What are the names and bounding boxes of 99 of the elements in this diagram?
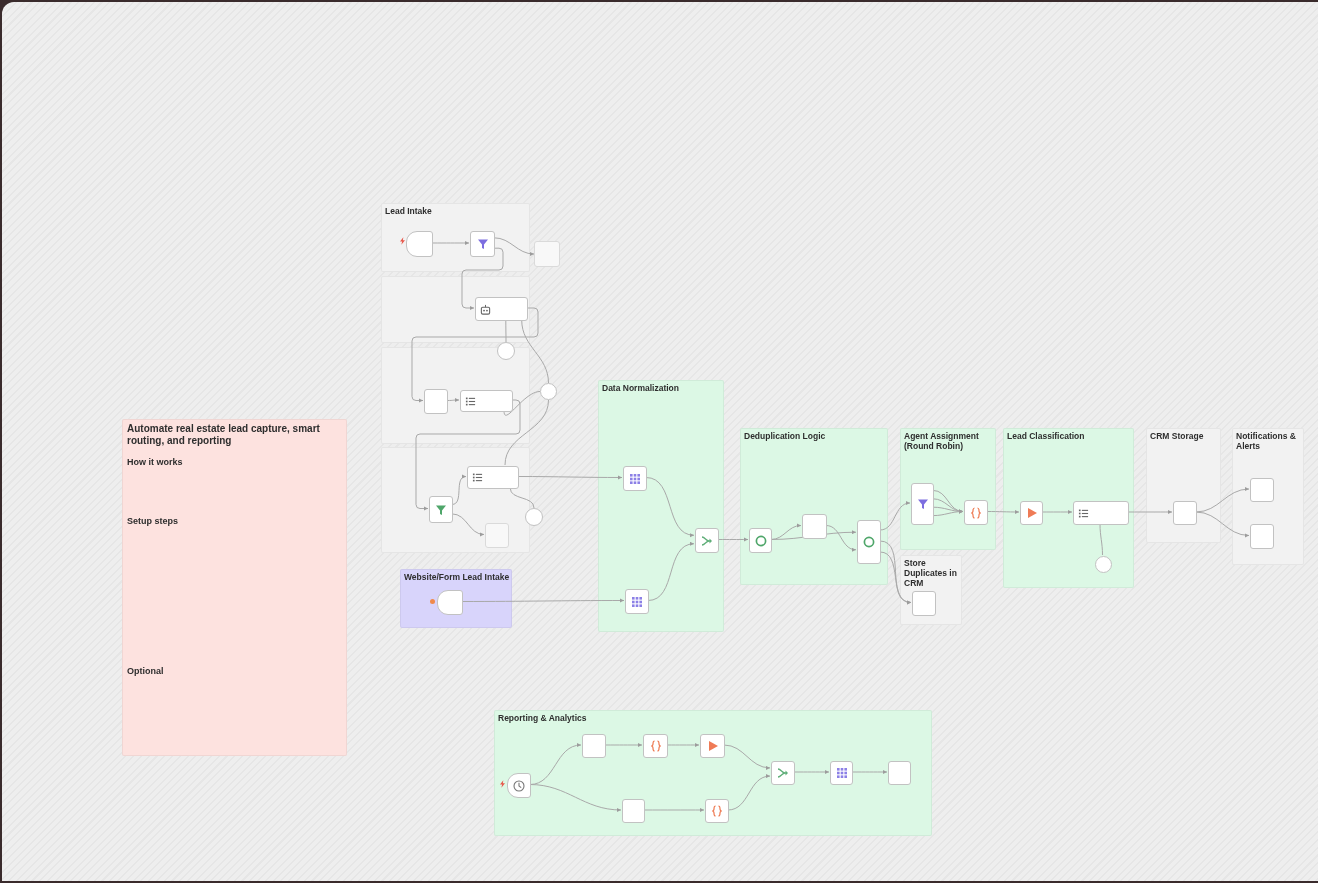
workflow-node [802,514,827,539]
connector [411,307,539,403]
sticky-note [598,380,724,632]
connector [1195,511,1250,538]
note-heading: How it works [127,457,184,468]
workflow-node [643,734,668,758]
connector [415,399,521,511]
workflow-node [1173,501,1197,525]
note-heading: Notifications & Alerts [1236,431,1297,452]
connector [717,537,749,542]
workflow-node [424,389,448,414]
connector [647,542,695,601]
connector [604,742,643,748]
trigger-node [406,231,433,257]
connector [431,240,470,246]
workflow-node [622,799,645,823]
connector [521,319,549,384]
sticky-note [1232,428,1304,565]
note-heading: Store Duplicates in CRM [904,558,958,589]
note-heading: Agent Assignment (Round Robin) [904,431,980,452]
note-heading: Lead Intake [385,206,433,217]
sticky-note [1146,428,1221,543]
workflow-node [912,591,936,616]
workflow-node [911,483,934,525]
note-heading: Data Normalization [602,383,680,394]
connector [1127,509,1173,515]
workflow-node [1073,501,1129,525]
note-title: Automate real estate lead capture, smart routing, and reporting [127,423,321,447]
workflow-node [964,500,988,525]
trigger-node [437,590,463,615]
workflow-node [460,390,513,412]
workflow-node [749,528,772,553]
connector [727,774,771,811]
connector [666,742,700,748]
connector [461,598,625,603]
connector [509,487,535,509]
sticky-note [381,276,530,343]
sticky-note [740,428,888,585]
note-heading: CRM Storage [1150,431,1205,442]
note-heading: Deduplication Logic [744,431,827,442]
sticky-note [381,203,530,272]
sticky-note [122,419,347,756]
connector [986,509,1020,515]
workflow-node [1250,478,1274,502]
workflow-node [470,231,495,257]
workflow-node [700,734,725,758]
workflow-node [1250,524,1274,549]
workflow-node [888,761,911,785]
connector [461,247,504,311]
workflow-node [429,496,453,523]
sticky-note [1003,428,1134,588]
connector [770,530,857,540]
connector [493,237,535,256]
workflow-node [467,466,519,489]
workflow-node [857,520,881,564]
note-heading: Optional [127,666,165,677]
sub-node-circle [1095,556,1112,573]
sticky-note [381,347,530,444]
connector [451,475,467,505]
workflow-node [485,523,509,548]
connector [643,807,705,813]
workflow-node [695,528,719,553]
connector [825,525,857,552]
connector [1099,523,1103,556]
connector [645,477,695,537]
sticky-note [900,428,996,550]
connector [879,501,911,531]
note-heading: Website/Form Lead Intake [404,572,510,583]
workflow-node [1020,501,1043,525]
sticky-note [400,569,512,628]
note-heading: Lead Classification [1007,431,1086,442]
connector [504,399,549,466]
connector [932,509,964,517]
connector [529,784,622,812]
sticky-note [381,447,530,553]
connector [793,769,830,775]
note-heading: Reporting & Analytics [498,713,588,724]
connector [505,319,507,343]
connector [517,475,623,480]
connector [446,397,460,403]
workflow-node [705,799,729,823]
workflow-node [534,241,560,267]
workflow-node [623,466,647,491]
connector [1195,487,1250,513]
note-heading: Setup steps [127,516,179,527]
sticky-note [494,710,932,836]
workflow-node [830,761,853,785]
sticky-note [900,555,962,625]
workflow-node [625,589,649,614]
connector [851,769,888,775]
trigger-node [507,773,531,798]
connector [879,551,912,604]
connector [503,391,541,416]
workflow-node [582,734,606,758]
connector [1041,509,1073,515]
connector [723,744,771,770]
connector [451,513,485,537]
workflow-node [475,297,528,321]
workflow-node [771,761,795,785]
